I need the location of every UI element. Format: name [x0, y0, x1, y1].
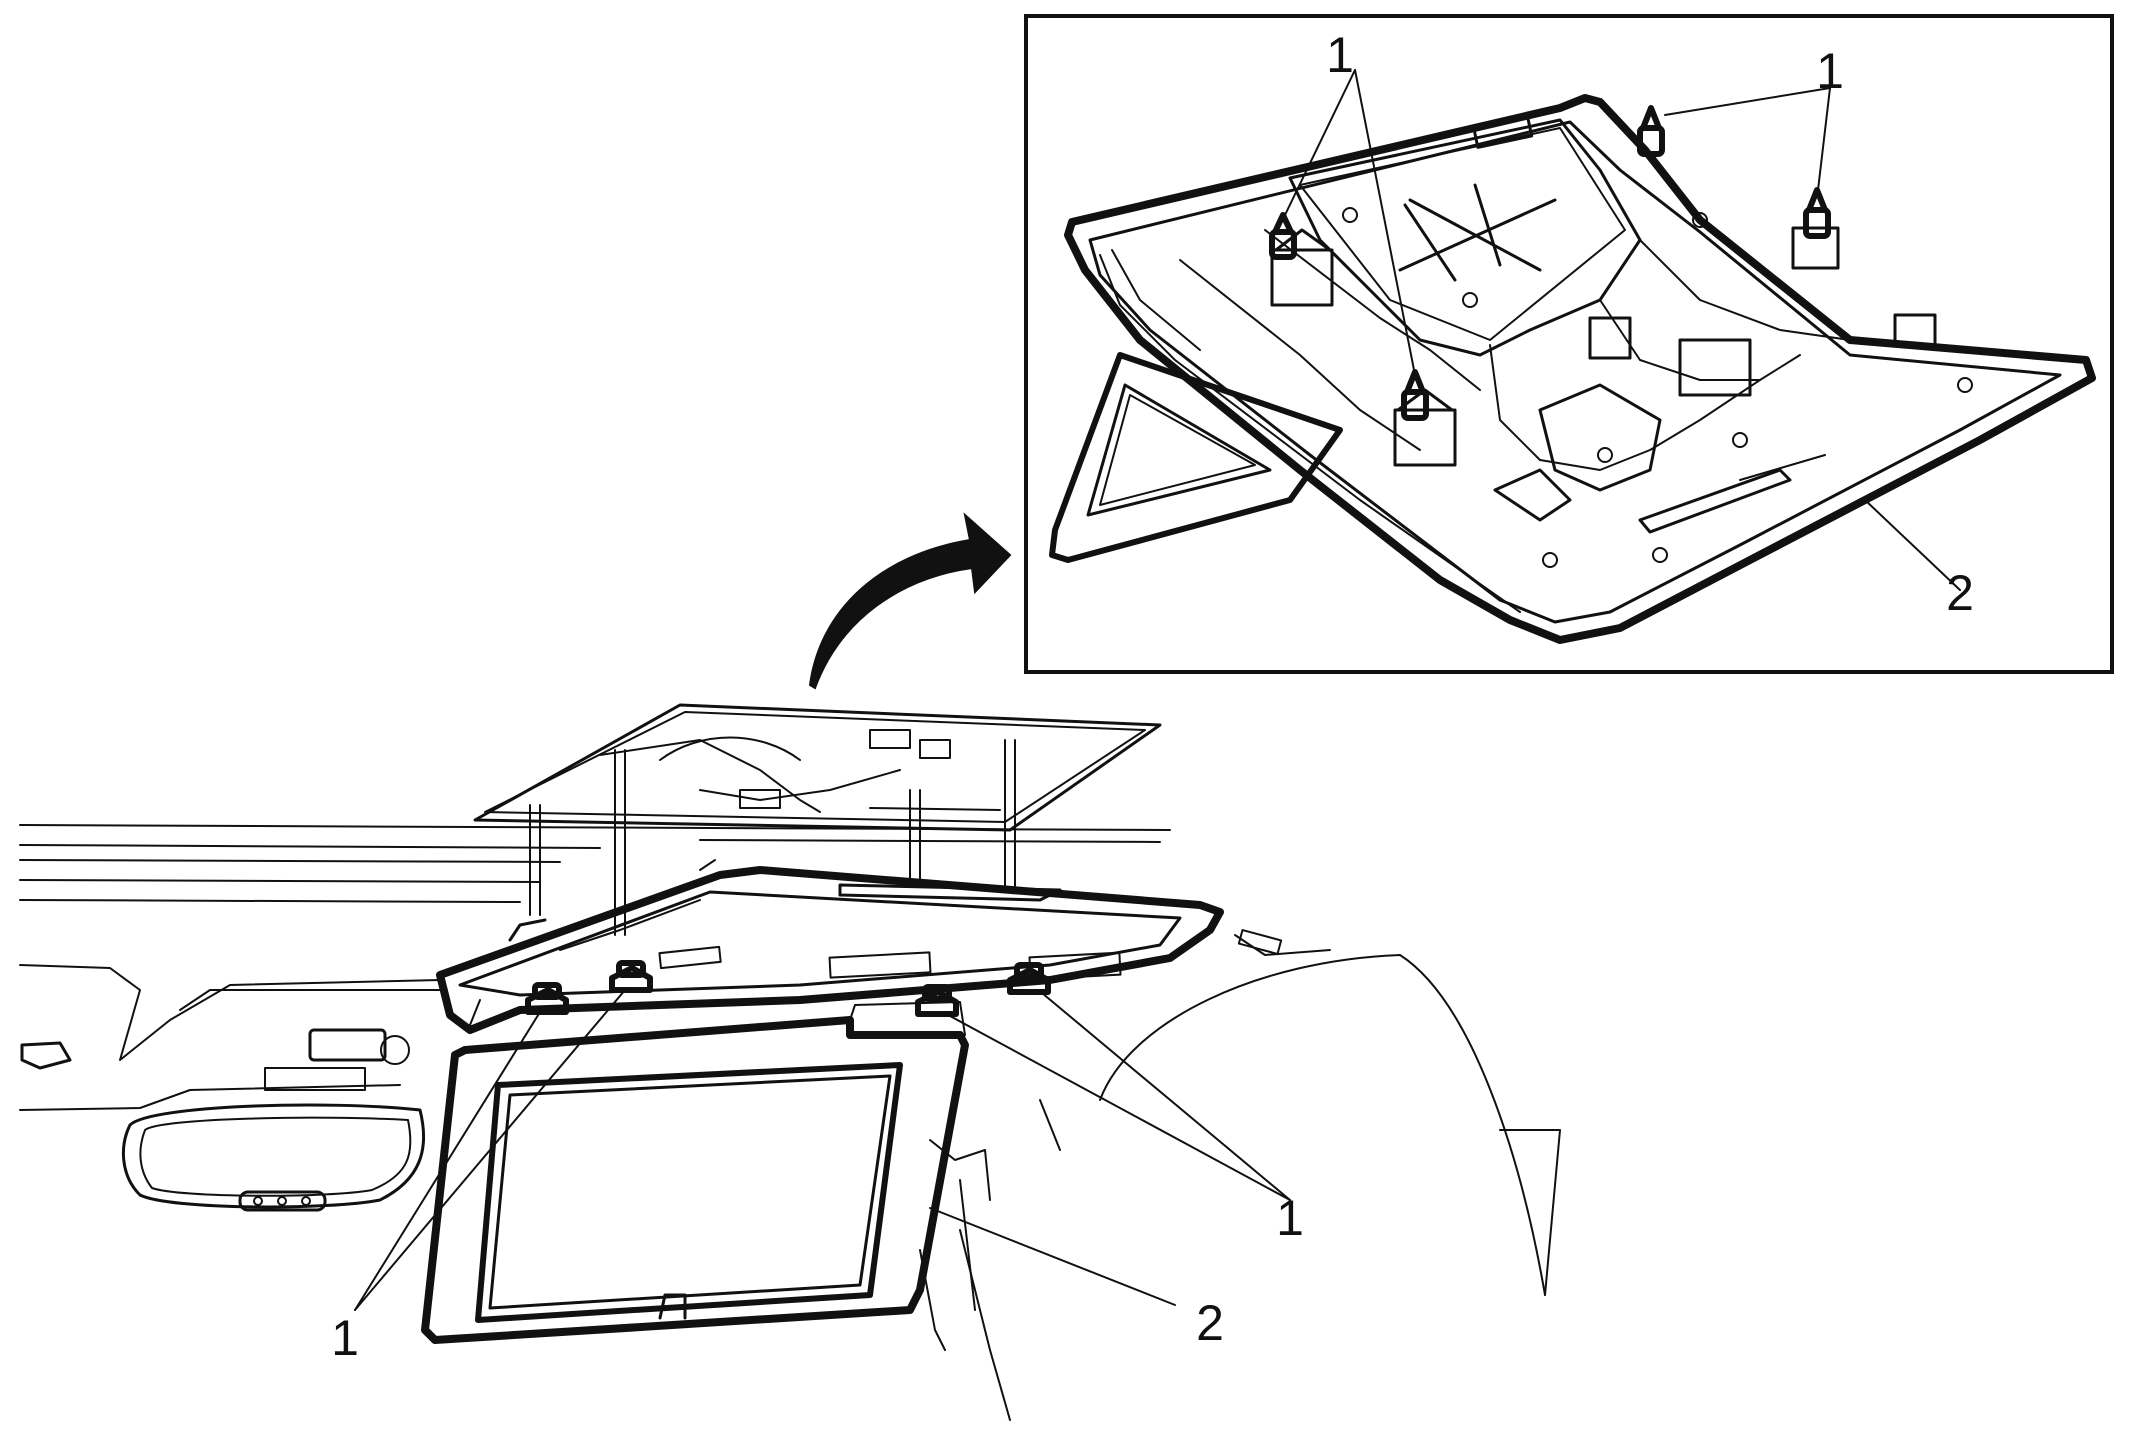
rear-view-mirror: [121, 1103, 426, 1212]
inset-leader-lines: [1284, 69, 1961, 591]
main-leader-lines: [354, 989, 1291, 1311]
callout-main-display-assembly: 2: [1196, 1295, 1224, 1351]
arrow-to-inset: [808, 512, 1012, 690]
main-display-screen: [421, 1001, 991, 1351]
inset-detail-view: 1 1 2: [1024, 14, 2114, 674]
inset-clip-c: [1637, 105, 1665, 157]
callout-inset-display-assembly: 2: [1946, 565, 1974, 621]
main-display-housing: [436, 859, 1283, 1034]
inset-clip-a: [1269, 212, 1334, 307]
inset-retaining-clips: [1269, 105, 1840, 467]
inset-clip-d: [1791, 187, 1840, 270]
main-vehicle-view: 1 1 2: [19, 703, 1561, 1421]
callout-inset-clip-right: 1: [1816, 43, 1844, 99]
inset-display-housing: [1064, 94, 2096, 644]
callout-inset-clip-left: 1: [1326, 27, 1354, 83]
front-header-area: [19, 964, 441, 1111]
alignment-guides: [529, 739, 1016, 936]
callout-main-clip-right: 1: [1276, 1190, 1304, 1246]
main-clip-c: [915, 984, 959, 1017]
inset-clip-b: [1393, 369, 1457, 467]
main-retaining-clips: [525, 960, 1051, 1017]
inset-screen-panel: [1049, 352, 1343, 563]
callout-main-clip-left: 1: [331, 1310, 359, 1366]
main-clip-b: [609, 960, 653, 993]
main-clip-d: [1007, 962, 1051, 995]
headliner-edge: [19, 824, 1171, 903]
front-seat-outline: [959, 934, 1561, 1421]
main-clip-a: [525, 982, 569, 1015]
roof-panel: [473, 703, 1162, 832]
